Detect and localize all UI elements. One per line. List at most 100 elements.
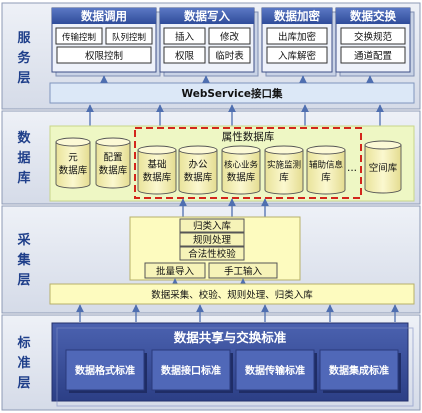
service-item-box <box>266 46 328 64</box>
layer-label-char: 数 <box>17 130 31 146</box>
service-group-header <box>336 8 410 24</box>
service-item-box <box>163 27 206 45</box>
layer-label-service: 服务层 <box>17 31 31 86</box>
service-item-label: 出库加密 <box>278 31 317 43</box>
standard-item-label: 数据集成标准 <box>329 364 389 377</box>
service-group-header <box>52 8 156 24</box>
service-item-box <box>340 27 406 45</box>
attribute-db-ellipsis: ... <box>347 162 357 174</box>
layer-label-char: 层 <box>17 273 30 288</box>
cylinder-label: 库 <box>279 172 289 184</box>
layer-label-standard: 标准层 <box>16 335 30 391</box>
layer-label-char: 标 <box>16 335 30 351</box>
service-item-label: 通道配置 <box>354 50 392 62</box>
service-item-label: 队列控制 <box>112 32 146 43</box>
webservice-bar <box>49 82 415 104</box>
cylinder-body <box>364 144 402 194</box>
standard-item-box <box>319 349 399 391</box>
service-group-title: 数据加密 <box>274 9 320 23</box>
layer-label-char: 务 <box>17 50 31 66</box>
cylinder-top <box>306 145 346 155</box>
cylinder-body <box>55 141 91 189</box>
service-item-box <box>105 27 153 45</box>
collect-step-box <box>179 246 245 261</box>
service-group-header <box>160 8 254 24</box>
standard-item-label: 数据接口标准 <box>161 364 221 377</box>
spatial-database-cylinder: 空间库 <box>364 140 402 194</box>
service-item-label: 入库解密 <box>278 50 317 62</box>
service-item-label: 临时表 <box>215 50 244 62</box>
cylinder-body <box>178 149 218 195</box>
cylinder-label: 库 <box>321 172 331 184</box>
layer-label-char: 层 <box>17 376 30 391</box>
standard-item-label: 数据传输标准 <box>245 364 305 377</box>
cylinder-label: 元 <box>68 153 78 164</box>
layer-label-char: 库 <box>17 170 30 186</box>
collect-step-label: 合法性校验 <box>188 248 236 260</box>
collect-step-box <box>179 232 245 247</box>
layer-label-char: 据 <box>17 150 30 166</box>
service-item-box <box>340 46 406 64</box>
cylinder-top <box>178 145 218 155</box>
webservice-label: WebService接口集 <box>182 87 283 100</box>
cylinder-top <box>221 145 261 155</box>
layer-label-collect: 采集层 <box>16 232 31 288</box>
service-item-box <box>55 27 103 45</box>
layer-label-char: 准 <box>17 355 30 371</box>
cylinder-label: 数据库 <box>99 165 128 177</box>
service-item-label: 传输控制 <box>62 32 96 43</box>
layer-label-char: 采 <box>16 232 31 248</box>
collect-step-box <box>179 218 245 233</box>
standard-title: 数据共享与交换标准 <box>173 330 287 345</box>
service-group-title: 数据写入 <box>184 9 230 23</box>
cylinder-label: 数据库 <box>184 172 213 184</box>
batch-import-label: 批量导入 <box>156 266 195 278</box>
service-group: 数据写入插入修改权限临时表 <box>159 7 259 77</box>
cylinder-top <box>55 137 91 147</box>
database-cylinders: 元数据库配置数据库基础数据库办公数据库核心业务数据库实施监测库辅助信息库...空… <box>55 137 402 195</box>
service-item-box <box>266 27 328 45</box>
service-groups: 数据调用传输控制队列控制权限控制数据写入插入修改权限临时表数据加密出库加密入库解… <box>51 7 415 77</box>
service-item-label: 交换规范 <box>354 31 393 43</box>
standard-item-box <box>65 349 145 391</box>
service-item-label: 权限控制 <box>85 50 123 62</box>
layer-label-char: 服 <box>17 31 31 46</box>
cylinder-label: 数据库 <box>59 165 88 177</box>
cylinder-top <box>264 145 304 155</box>
cylinder-label: 辅助信息 <box>309 160 344 171</box>
service-item-label: 插入 <box>175 31 195 43</box>
service-item-box <box>163 46 206 64</box>
layer-label-data: 数据库 <box>17 130 31 186</box>
cylinder-body <box>221 149 261 195</box>
service-group-title: 数据调用 <box>81 9 127 23</box>
cylinder-label: 配置 <box>103 153 122 164</box>
pipeline-bar <box>49 283 415 305</box>
collect-step-label: 归类入库 <box>193 220 232 232</box>
standard-item-box <box>235 349 315 391</box>
cylinder-body <box>306 149 346 195</box>
standard-items: 数据格式标准数据接口标准数据传输标准数据集成标准 <box>65 349 401 393</box>
cylinder-label: 基础 <box>147 159 166 171</box>
standard-panel-shadow <box>56 327 414 407</box>
attribute-db-dashed-frame <box>134 127 362 199</box>
cylinder-body <box>95 141 131 189</box>
manual-input-label: 手工输入 <box>224 266 263 278</box>
cylinder-label: 实施监测 <box>267 160 301 171</box>
pipeline-up-arrows <box>171 278 247 287</box>
data-up-arrows <box>86 104 384 126</box>
cylinder-body <box>137 149 177 195</box>
collect-step-label: 规则处理 <box>193 234 232 246</box>
cylinder-top <box>95 137 131 147</box>
service-arrows <box>100 75 374 84</box>
cylinder-top <box>364 140 402 150</box>
